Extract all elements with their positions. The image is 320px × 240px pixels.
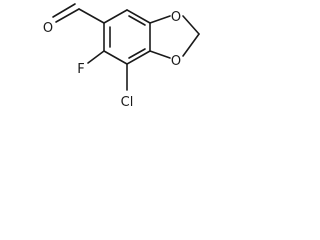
bond-ch2-o-bottom bbox=[182, 33, 200, 57]
dioxole-ring bbox=[149, 15, 200, 59]
benzene-ring bbox=[103, 9, 151, 65]
bond-ring-c4-c5 bbox=[103, 50, 128, 65]
atom-label-ring-oxygen-top: O bbox=[171, 10, 181, 25]
bond-ring-to-aldehyde-carbon bbox=[78, 8, 105, 24]
chemical-structure-diagram: O F Cl O O bbox=[43, 3, 200, 110]
bond-aldehyde-carbon-o-1 bbox=[55, 8, 80, 23]
bond-ring-double-top-right bbox=[128, 15, 146, 26]
bond-o-bottom-c3 bbox=[149, 50, 171, 59]
atom-label-aldehyde-oxygen: O bbox=[43, 21, 53, 36]
atom-label-fluorine: F bbox=[77, 62, 84, 77]
bond-ring-to-fluorine bbox=[87, 50, 105, 64]
bond-ring-c1-c2 bbox=[126, 9, 151, 24]
bond-aldehyde-carbon-o-2 bbox=[52, 3, 76, 18]
atom-label-chlorine: Cl bbox=[121, 95, 134, 110]
bond-ring-c3-c4 bbox=[126, 50, 151, 65]
atom-label-ring-oxygen-bottom: O bbox=[171, 54, 181, 69]
aldehyde-group bbox=[52, 3, 105, 24]
bond-ring-double-bottom bbox=[128, 48, 146, 59]
bond-c2-o-top bbox=[149, 15, 171, 24]
bond-o-top-ch2 bbox=[182, 15, 200, 35]
bond-ring-c6-c1 bbox=[103, 9, 128, 24]
